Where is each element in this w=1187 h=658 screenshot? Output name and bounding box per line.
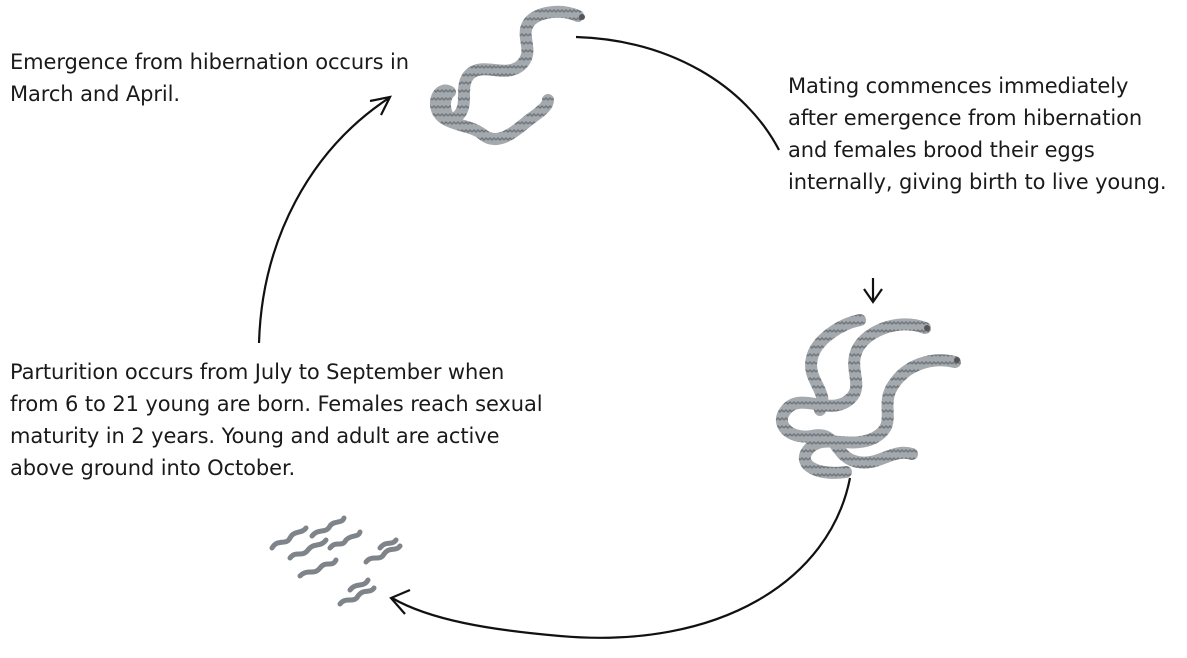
arrow-young-to-emergence <box>259 97 390 343</box>
arrow-mating-down <box>864 278 882 302</box>
mating-snakes-icon <box>782 320 960 473</box>
young-snakes-icon <box>272 518 400 604</box>
mating-caption: Mating commences immediately after emerg… <box>788 70 1183 198</box>
single-snake-icon <box>436 12 585 139</box>
parturition-caption: Parturition occurs from July to Septembe… <box>10 356 550 484</box>
emergence-caption: Emergence from hibernation occurs in Mar… <box>10 46 450 110</box>
arrow-emergence-to-mating <box>576 37 779 150</box>
arrow-mating-to-young <box>391 478 850 638</box>
